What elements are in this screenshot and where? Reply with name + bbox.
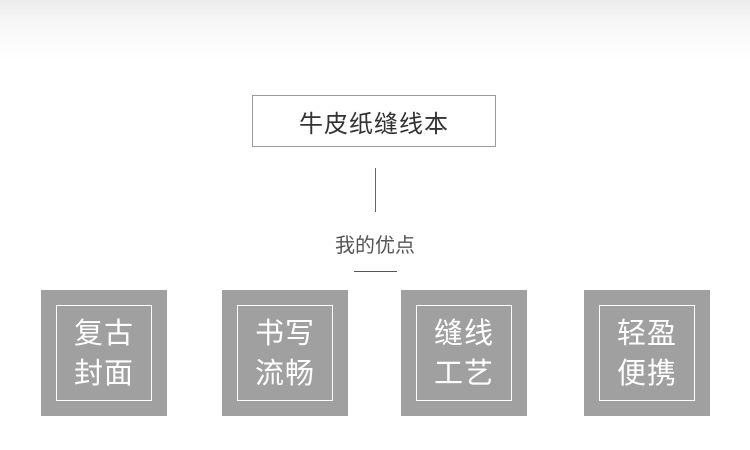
feature-label-line2: 便携: [616, 356, 677, 390]
feature-label-line1: 缝线: [433, 316, 494, 350]
feature-card-frame: 书写 流畅: [237, 305, 333, 401]
vertical-connector: [375, 168, 376, 212]
feature-card-vintage-cover: 复古 封面: [41, 290, 167, 416]
feature-label-line1: 复古: [73, 316, 134, 350]
feature-label-line2: 封面: [73, 356, 134, 390]
feature-card-frame: 轻盈 便携: [599, 305, 695, 401]
feature-card-frame: 复古 封面: [56, 305, 152, 401]
feature-card-frame: 缝线 工艺: [416, 305, 512, 401]
feature-card-stitch-craft: 缝线 工艺: [401, 290, 527, 416]
feature-label-line2: 流畅: [254, 356, 315, 390]
feature-card-lightweight: 轻盈 便携: [584, 290, 710, 416]
subtitle-underline: [354, 271, 397, 272]
feature-label-line1: 书写: [254, 316, 315, 350]
title-box: 牛皮纸缝线本: [252, 95, 496, 147]
page-title: 牛皮纸缝线本: [299, 109, 449, 138]
feature-label-line1: 轻盈: [616, 316, 677, 350]
feature-card-smooth-writing: 书写 流畅: [222, 290, 348, 416]
section-subtitle: 我的优点: [335, 233, 415, 257]
top-shadow: [0, 0, 750, 60]
feature-label-line2: 工艺: [433, 356, 494, 390]
